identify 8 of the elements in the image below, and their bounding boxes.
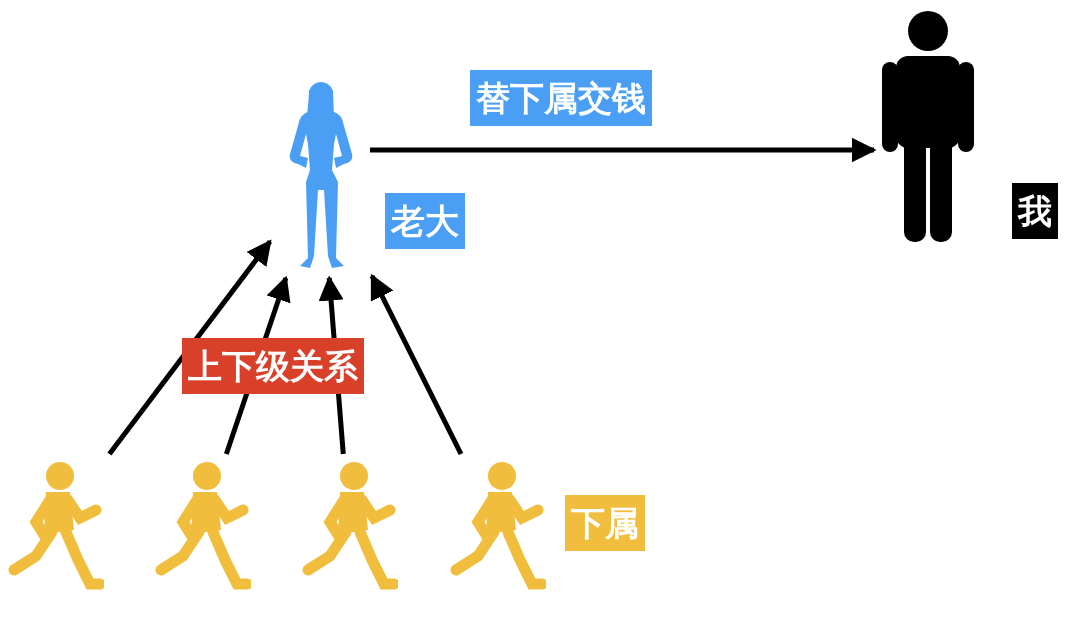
arrow <box>107 239 272 456</box>
name-tag: 下属 <box>565 495 645 551</box>
arrow <box>370 137 877 163</box>
edge-label: 替下属交钱 <box>470 70 652 126</box>
name-tag: 我 <box>1012 183 1058 239</box>
arrow <box>369 273 464 456</box>
relation-label: 上下级关系 <box>182 338 364 394</box>
name-tag: 老大 <box>385 193 465 249</box>
